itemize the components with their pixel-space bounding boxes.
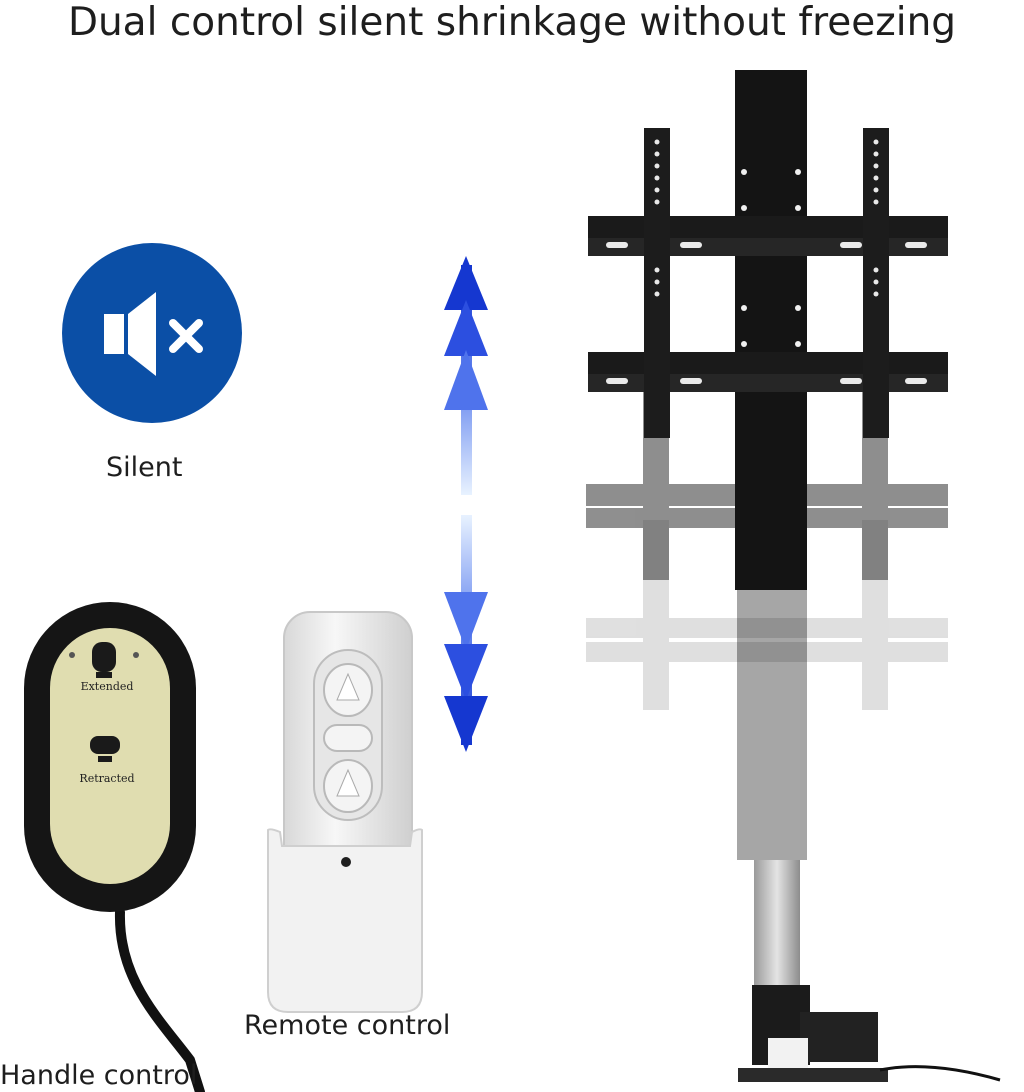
tv-lift-stand xyxy=(586,70,1001,1082)
silent-label: Silent xyxy=(106,452,183,483)
remote-control-label: Remote control xyxy=(244,1010,451,1041)
handle-extended-label: Extended xyxy=(80,680,134,693)
handle-retracted-label: Retracted xyxy=(79,772,135,785)
page-title: Dual control silent shrinkage without fr… xyxy=(67,0,957,45)
speaker-mute-icon xyxy=(62,243,242,423)
handle-controller xyxy=(24,602,205,1092)
remote-control xyxy=(267,611,423,1013)
handle-control-label: Handle control xyxy=(0,1060,198,1091)
up-down-arrow-icon xyxy=(444,256,488,752)
